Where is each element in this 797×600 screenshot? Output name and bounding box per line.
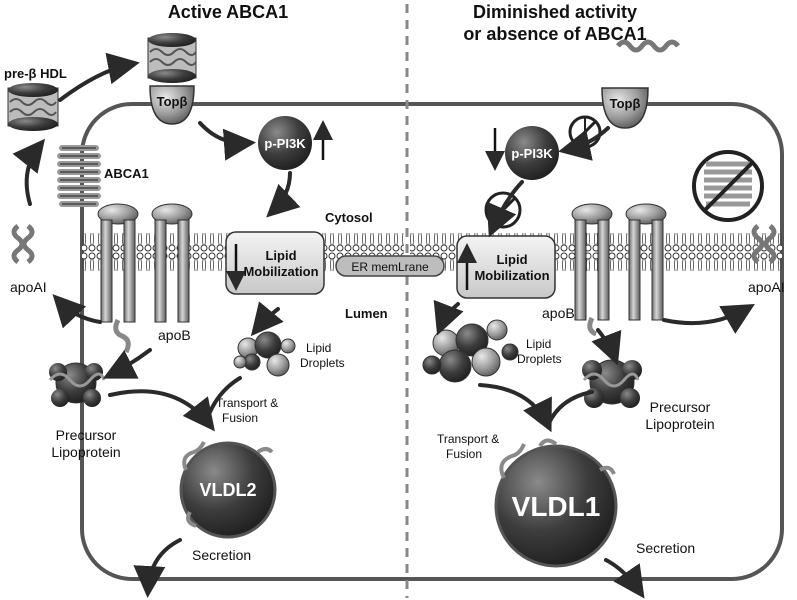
- flow-arrows-right: [433, 126, 755, 599]
- ppi3k-circle-right: [505, 126, 559, 180]
- apob-label-right: apoB: [542, 305, 575, 321]
- topb-receptor-left: [149, 85, 195, 125]
- droplets-line2-right: Droplets: [517, 352, 562, 366]
- apoai-label-right: apoAI: [748, 279, 785, 295]
- transport-line2-left: Fusion: [222, 411, 258, 425]
- pre-hdl-particle-left: [7, 83, 59, 131]
- precursor-line1-left: Precursor: [56, 427, 117, 443]
- apob-label-left: apoB: [158, 327, 191, 343]
- lipid-mob-line2-left: Mobilization: [243, 264, 318, 279]
- title-left: Active ABCA1: [168, 2, 288, 22]
- transport-line1-right: Transport &: [437, 432, 499, 446]
- transport-line2-right: Fusion: [446, 447, 482, 461]
- lipid-droplets-left: [233, 331, 296, 377]
- lumen-label: Lumen: [345, 306, 388, 321]
- membrane-protein-right: [571, 203, 667, 337]
- lipid-mob-line1-right: Lipid: [496, 252, 527, 267]
- lipid-mobilization-box-left: [225, 231, 325, 295]
- topb-label-left: Topβ: [157, 94, 188, 109]
- vldl1-label: VLDL1: [512, 491, 601, 522]
- vldl2-label: VLDL2: [199, 480, 256, 500]
- pre-hdl-label: pre-β HDL: [4, 66, 67, 81]
- apoai-label-left: apoAI: [10, 279, 47, 295]
- vldl2-particle: [179, 441, 277, 539]
- ppi3k-label-right: p-PI3K: [511, 146, 553, 161]
- lipid-mob-line1-left: Lipid: [265, 248, 296, 263]
- apoai-protein-top-right: [616, 39, 680, 53]
- droplets-line2-left: Droplets: [300, 356, 345, 370]
- precursor-lipoprotein-left: [48, 362, 106, 407]
- er-membrane-pill: [335, 255, 445, 277]
- lipid-mobilization-box-right: [456, 235, 556, 299]
- flow-arrows-left: [12, 52, 301, 598]
- secretion-label-right: Secretion: [636, 540, 695, 556]
- lipid-mob-line2-right: Mobilization: [474, 268, 549, 283]
- blocked-abca1-icon: [692, 150, 764, 222]
- precursor-line2-left: Lipoprotein: [51, 444, 120, 460]
- vldl1-particle: [494, 438, 618, 568]
- er-membrane-label: ER memLrane: [351, 260, 429, 274]
- ppi3k-label-left: p-PI3K: [264, 136, 306, 151]
- membrane-protein-left: [97, 203, 193, 354]
- apoai-protein-left: [11, 224, 35, 264]
- droplets-line1-right: Lipid: [526, 337, 551, 351]
- topb-receptor-right: [601, 87, 649, 129]
- cytosol-label: Cytosol: [325, 210, 373, 225]
- lipid-droplets-right: [422, 319, 519, 383]
- precursor-line1-right: Precursor: [650, 399, 711, 415]
- secretion-label-left: Secretion: [192, 547, 251, 563]
- topb-label-right: Topβ: [610, 96, 641, 111]
- title-right-line2: or absence of ABCA1: [463, 24, 646, 44]
- ppi3k-circle-left: [258, 116, 312, 170]
- cell-membrane: [80, 102, 784, 581]
- title-right-line1: Diminished activity: [473, 2, 637, 22]
- droplets-line1-left: Lipid: [306, 341, 331, 355]
- abca1-transporter: [57, 145, 101, 207]
- abca1-label: ABCA1: [104, 166, 149, 181]
- pre-hdl-particle-top: [147, 33, 197, 83]
- precursor-line2-right: Lipoprotein: [645, 416, 714, 432]
- precursor-lipoprotein-right: [582, 359, 642, 408]
- apoai-protein-right: [751, 224, 777, 264]
- transport-line1-left: Transport &: [216, 396, 278, 410]
